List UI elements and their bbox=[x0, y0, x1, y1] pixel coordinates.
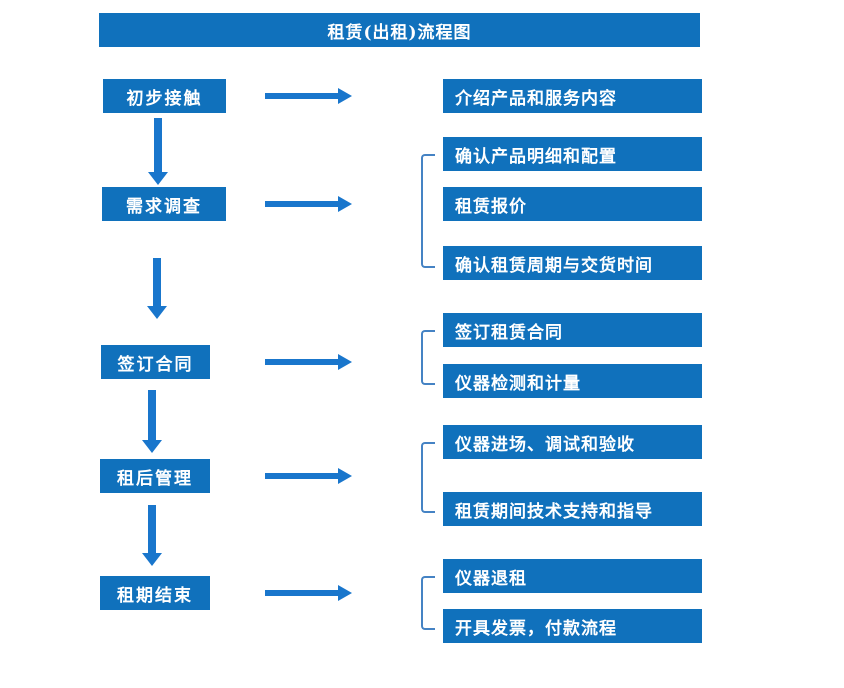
down-arrow-stem bbox=[153, 258, 161, 306]
right-arrow-3 bbox=[265, 354, 352, 370]
right-arrow-head bbox=[338, 88, 352, 104]
down-arrow-4 bbox=[141, 505, 163, 566]
down-arrow-3 bbox=[141, 390, 163, 453]
title-bar: 租赁(出租)流程图 bbox=[99, 13, 700, 47]
right-arrow-4 bbox=[265, 468, 352, 484]
output-box-introduce-products: 介绍产品和服务内容 bbox=[443, 79, 702, 113]
right-arrow-head bbox=[338, 468, 352, 484]
step-box-sign-contract: 签订合同 bbox=[101, 345, 210, 379]
down-arrow-1 bbox=[147, 118, 169, 185]
down-arrow-head bbox=[147, 306, 167, 319]
page-title: 租赁(出租)流程图 bbox=[327, 22, 472, 43]
step-box-rental-end: 租期结束 bbox=[100, 576, 210, 610]
bracket-demand-survey-group bbox=[421, 154, 435, 268]
output-box-invoice-payment: 开具发票，付款流程 bbox=[443, 609, 702, 643]
down-arrow-stem bbox=[148, 505, 156, 553]
bracket-sign-contract-group bbox=[421, 330, 435, 385]
step-box-demand-survey: 需求调查 bbox=[102, 187, 226, 221]
output-box-confirm-period: 确认租赁周期与交货时间 bbox=[443, 246, 702, 280]
down-arrow-2 bbox=[146, 258, 168, 319]
step-box-initial-contact: 初步接触 bbox=[103, 79, 226, 113]
right-arrow-head bbox=[338, 354, 352, 370]
right-arrow-head bbox=[338, 585, 352, 601]
output-box-tech-support: 租赁期间技术支持和指导 bbox=[443, 492, 702, 526]
right-arrow-head bbox=[338, 196, 352, 212]
right-arrow-1 bbox=[265, 88, 352, 104]
output-box-sign-rental-contract: 签订租赁合同 bbox=[443, 313, 702, 347]
step-box-post-rental-management: 租后管理 bbox=[100, 459, 210, 493]
right-arrow-shaft bbox=[265, 473, 338, 479]
down-arrow-stem bbox=[154, 118, 162, 172]
right-arrow-shaft bbox=[265, 359, 338, 365]
right-arrow-5 bbox=[265, 585, 352, 601]
bracket-rental-end-group bbox=[421, 576, 435, 630]
output-box-instrument-return: 仪器退租 bbox=[443, 559, 702, 593]
output-box-rental-quote: 租赁报价 bbox=[443, 187, 702, 221]
down-arrow-head bbox=[142, 440, 162, 453]
output-box-instrument-entry: 仪器进场、调试和验收 bbox=[443, 425, 702, 459]
right-arrow-2 bbox=[265, 196, 352, 212]
right-arrow-shaft bbox=[265, 93, 338, 99]
right-arrow-shaft bbox=[265, 201, 338, 207]
right-arrow-shaft bbox=[265, 590, 338, 596]
output-box-confirm-details: 确认产品明细和配置 bbox=[443, 137, 702, 171]
down-arrow-head bbox=[148, 172, 168, 185]
output-box-instrument-testing: 仪器检测和计量 bbox=[443, 364, 702, 398]
down-arrow-head bbox=[142, 553, 162, 566]
bracket-post-rental-group bbox=[421, 442, 435, 513]
down-arrow-stem bbox=[148, 390, 156, 440]
